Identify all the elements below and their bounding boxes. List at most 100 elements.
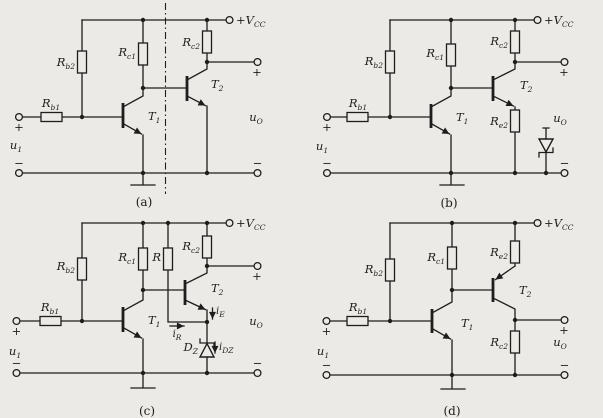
resistor-rb2 <box>384 258 396 282</box>
label-rc2: Rc2 <box>489 34 508 50</box>
label-t2: T2 <box>520 78 533 94</box>
label-rb1: Rb1 <box>348 300 367 316</box>
output-terminal <box>253 57 262 67</box>
input-terminal <box>322 316 331 326</box>
label-rc1: Rc1 <box>425 46 444 62</box>
plus-input-mark: + <box>14 120 24 134</box>
label-rc1: Rc1 <box>426 250 445 266</box>
label-idz: iDZ <box>219 342 234 355</box>
circuit-panel-c: +VCC Rb2 Rb1 Rc1 R Rc2 T1 T2 DZ iR iE iD… <box>9 216 266 418</box>
circuit-panel-a: +VCC Rb2 Rb1 Rc1 Rc2 T1 T2 u1 uO + + − −… <box>10 3 266 209</box>
vcc-terminal <box>533 218 542 228</box>
minus-input-mark: − <box>14 156 24 170</box>
label-t2: T2 <box>211 77 224 93</box>
resistor-rc1 <box>445 43 457 67</box>
label-re2: Re2 <box>489 114 508 130</box>
label-rb2: Rb2 <box>364 54 383 70</box>
label-t1: T1 <box>461 316 473 332</box>
minus-output-mark: − <box>560 358 570 372</box>
output-neg-terminal <box>560 370 569 380</box>
wires <box>19 222 255 374</box>
label-u-in: u1 <box>10 138 22 154</box>
transistor-t1 <box>429 104 451 135</box>
circuit-panel-d: +VCC Rb2 Rb1 Rc1 Re2 Rc2 T1 T2 u1 uO + +… <box>317 216 574 418</box>
label-u-in: u1 <box>9 344 21 360</box>
input-neg-terminal <box>322 168 332 178</box>
plus-input-mark: + <box>12 324 22 338</box>
label-vcc: +VCC <box>236 13 266 29</box>
resistor-rc2 <box>509 30 521 54</box>
minus-input-mark: − <box>322 358 332 372</box>
junction-dots <box>79 17 210 176</box>
transistor-t1 <box>121 103 143 135</box>
transistor-t2-pnp <box>491 265 516 302</box>
junction-dots <box>79 220 210 376</box>
plus-output-mark: + <box>559 323 569 337</box>
resistor-re2 <box>509 109 521 133</box>
resistor-rb1 <box>346 111 369 123</box>
minus-output-mark: − <box>560 156 570 170</box>
resistor-rc2 <box>201 235 213 259</box>
label-re2: Re2 <box>489 245 508 261</box>
label-rc2: Rc2 <box>489 335 508 351</box>
label-rc2: Rc2 <box>181 239 200 255</box>
input-terminal <box>322 112 332 122</box>
resistor-rb2 <box>76 257 88 281</box>
zener-diode-dz <box>198 338 216 358</box>
transistor-t2 <box>183 280 207 311</box>
resistor-rb2 <box>76 50 88 74</box>
label-rc1: Rc1 <box>117 250 136 266</box>
input-terminal <box>14 112 24 122</box>
transistor-t2 <box>185 76 207 107</box>
output-neg-terminal <box>253 368 262 378</box>
resistor-rc2 <box>201 30 213 54</box>
minus-output-mark: − <box>253 156 263 170</box>
vcc-terminal <box>225 218 234 228</box>
label-u-out: uO <box>249 314 263 330</box>
minus-output-mark: − <box>253 356 263 370</box>
wires <box>21 19 255 174</box>
output-terminal <box>560 315 569 325</box>
transistor-t2 <box>491 76 515 107</box>
label-u-out: uO <box>553 335 567 351</box>
junction-dots <box>387 220 518 378</box>
terminals <box>322 15 569 178</box>
minus-input-mark: − <box>12 356 22 370</box>
wires <box>329 19 562 174</box>
plus-output-mark: + <box>252 65 262 79</box>
caption-c: (c) <box>139 404 155 418</box>
ground-symbol <box>440 374 466 390</box>
resistor-rc1 <box>137 247 149 271</box>
label-vcc: +VCC <box>544 216 574 232</box>
resistor-rc1 <box>446 246 458 270</box>
caption-b: (b) <box>440 196 457 209</box>
resistor-rb1 <box>346 315 369 327</box>
output-terminal <box>253 261 262 271</box>
vcc-terminal <box>533 15 542 25</box>
label-rb1: Rb1 <box>41 96 60 112</box>
label-rb2: Rb2 <box>364 262 383 278</box>
resistor-rb1 <box>39 315 62 327</box>
label-t1: T1 <box>456 110 468 126</box>
vcc-terminal <box>225 15 234 25</box>
input-terminal <box>12 316 21 326</box>
minus-input-mark: − <box>322 156 332 170</box>
plus-output-mark: + <box>252 269 262 283</box>
label-vcc: +VCC <box>236 216 266 232</box>
resistor-rc1 <box>137 42 149 66</box>
resistor-rb2 <box>384 50 396 74</box>
label-u-in: u1 <box>316 139 328 155</box>
input-neg-terminal <box>14 168 24 178</box>
label-t1: T1 <box>148 313 160 329</box>
input-neg-terminal <box>322 370 331 380</box>
label-rb1: Rb1 <box>40 300 59 316</box>
label-t2: T2 <box>519 283 532 299</box>
resistor-r <box>162 247 174 271</box>
transistor-t1 <box>121 307 143 339</box>
label-dz: DZ <box>183 340 199 356</box>
caption-a: (a) <box>136 195 153 209</box>
label-ie: iE <box>216 306 225 319</box>
label-rc1: Rc1 <box>117 45 136 61</box>
input-neg-terminal <box>12 368 21 378</box>
